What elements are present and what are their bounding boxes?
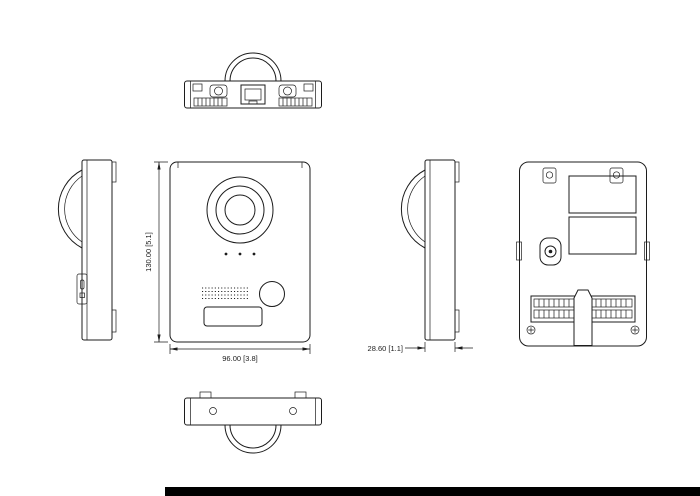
nameplate [203,306,263,327]
screw-terminal-right [278,84,297,98]
top-tab-right [303,83,314,92]
rear-terminal-block-right [587,295,636,323]
rear-view [516,161,650,347]
mounting-tab-top-left [542,167,557,184]
bracket-lip-top [454,161,460,183]
terminal-block-right [278,97,313,107]
rear-terminal-block-left [530,295,579,323]
camera-dome-side-left [57,169,83,249]
top-tab-left [192,83,203,92]
terminal-block-left [193,97,228,107]
screw-terminal-left [209,84,228,98]
corner-screw-bottom-right [630,325,640,335]
side-port-cover [76,273,88,305]
bracket-lip-bottom [111,309,117,333]
bottom-screw-right [289,407,297,415]
top-body-outline [184,80,322,109]
left-side-view [57,159,117,341]
corner-screw-bottom-left [526,325,536,335]
bottom-body-outline [184,397,322,426]
side-tab-right [644,241,650,261]
cable-channel [573,289,593,346]
left-body-outline [81,159,113,341]
width-dimension: 96.00 [3.8] [169,344,311,363]
depth-dimension-label: 28.60 [1.1] [368,344,403,353]
bracket-lip-top [111,161,117,183]
height-dimension: 130.00 [5.1] [144,161,168,343]
speaker-grille [202,287,250,300]
right-side-view: 28.60 [1.1] [368,159,473,353]
rear-opening-upper [568,175,637,214]
camera-dome-bottom [224,424,282,454]
bottom-view [184,391,322,454]
width-dimension-label: 96.00 [3.8] [222,354,257,363]
top-view [184,52,322,109]
front-body-outline [169,161,311,343]
height-dimension-label: 130.00 [5.1] [144,232,153,272]
foot-tab-right [294,391,307,399]
rear-camera-port [539,237,562,266]
bracket-lip-bottom [454,309,460,333]
right-body-outline [424,159,456,341]
camera-dome-top [224,52,282,82]
status-led-dots [224,252,256,256]
top-end-caps [190,81,316,108]
side-tab-left [516,241,522,261]
rear-opening-lower [568,216,637,255]
camera-lens-rings [206,176,274,244]
front-view: 130.00 [5.1] 96.00 [3.8] [144,161,311,363]
bottom-end-caps [190,398,316,425]
bottom-screw-left [209,407,217,415]
rj45-port [240,84,266,105]
depth-dimension: 28.60 [1.1] [368,342,473,353]
foot-tab-left [199,391,212,399]
faceplate-top-seams [177,162,303,168]
call-button [259,281,285,307]
camera-dome-side-right [400,169,426,249]
footer-bar [165,487,700,496]
